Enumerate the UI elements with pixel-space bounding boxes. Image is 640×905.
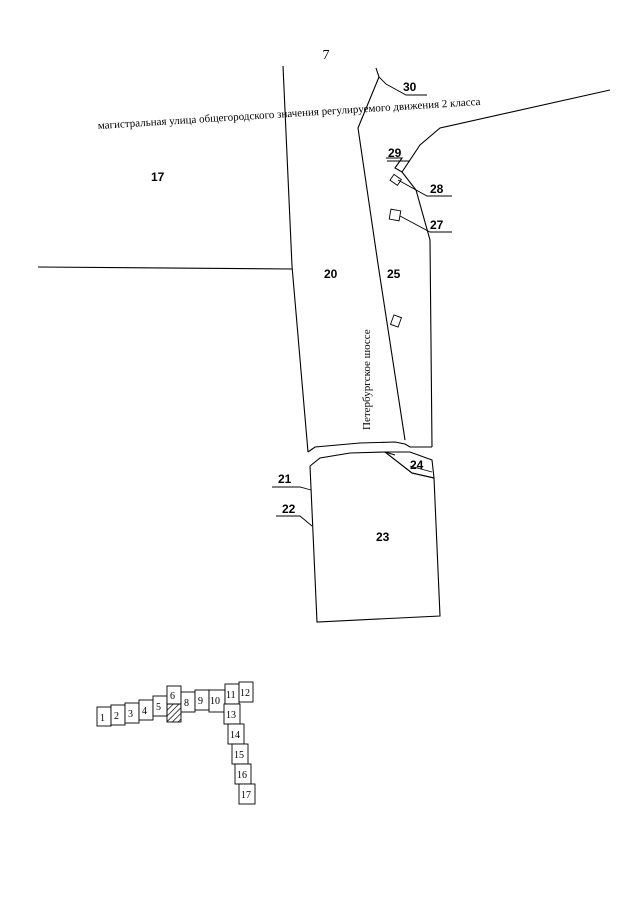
sheet-index-diagram: 1 2 3 4 5 6 8 9 10 11 12 13 14 15 16 17 (96, 681, 256, 805)
parcel-label-20: 20 (324, 267, 338, 281)
parcel-25-boundary (386, 89, 611, 448)
index-num-11: 11 (226, 690, 236, 701)
parcel-label-29: 29 (388, 146, 402, 160)
index-num-14: 14 (230, 730, 240, 741)
leader-22 (276, 515, 313, 527)
parcel-label-23: 23 (376, 530, 390, 544)
leader-21 (272, 486, 312, 491)
road-right-boundary (357, 67, 406, 441)
index-sheet-7-current (166, 703, 182, 723)
strip-bottom-edge-2 (309, 451, 396, 467)
building-27 (388, 208, 402, 222)
parcel-label-25: 25 (387, 267, 401, 281)
building-28 (389, 173, 403, 186)
parcel-label-30: 30 (403, 80, 417, 94)
parcel-label-28: 28 (430, 182, 444, 196)
index-num-8: 8 (184, 698, 189, 709)
index-num-5: 5 (156, 702, 161, 713)
parcel-label-21: 21 (278, 472, 292, 486)
index-num-4: 4 (142, 706, 147, 717)
index-num-13: 13 (226, 710, 236, 721)
page-number: 7 (323, 48, 330, 63)
main-street-label: магистральная улица общегородского значе… (97, 96, 481, 132)
parcel-24-outline (383, 451, 435, 479)
marker-30-line (378, 76, 427, 96)
strip-left-boundary (282, 65, 309, 453)
leader-28 (397, 179, 452, 197)
parcel-label-22: 22 (282, 502, 296, 516)
index-num-17: 17 (241, 790, 251, 801)
index-sheet-17 (238, 783, 256, 805)
leader-24 (409, 465, 433, 473)
index-num-15: 15 (234, 750, 244, 761)
parcel-label-27: 27 (430, 218, 444, 232)
index-num-9: 9 (198, 696, 203, 707)
index-num-12: 12 (240, 688, 250, 699)
road-name-label: Петербургское шоссе (361, 329, 373, 430)
index-sheet-12 (238, 681, 254, 703)
parcel-label-17: 17 (151, 170, 165, 184)
parcel-23-outline (309, 451, 441, 623)
index-num-16: 16 (237, 770, 247, 781)
parcel-17-boundary (37, 266, 293, 270)
index-num-2: 2 (114, 711, 119, 722)
index-num-10: 10 (210, 696, 220, 707)
index-num-1: 1 (100, 713, 105, 724)
strip-bottom-edge (307, 441, 432, 453)
index-num-6: 6 (170, 691, 175, 702)
parcel-label-24: 24 (410, 458, 424, 472)
leader-27 (399, 215, 452, 233)
building-unmarked (389, 314, 403, 328)
index-num-3: 3 (128, 709, 133, 720)
